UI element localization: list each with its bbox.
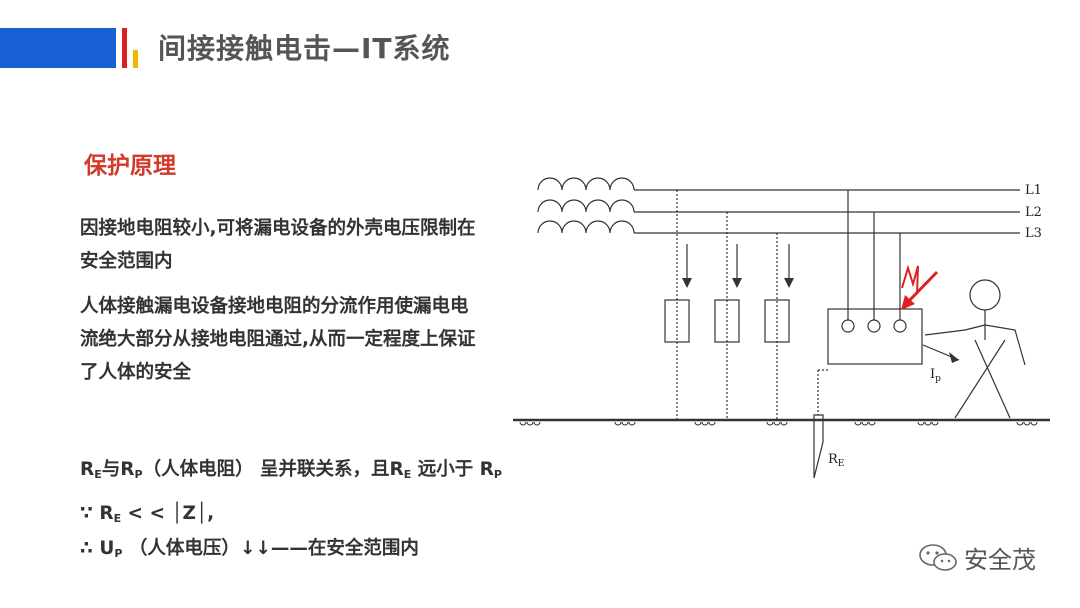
parallel-relation-line: RE与RP（人体电阻） 呈并联关系，且RE 远小于 RP <box>80 459 502 481</box>
label-l3: L3 <box>1025 226 1042 241</box>
ground-symbols <box>519 421 1038 426</box>
winding-l1 <box>537 177 635 191</box>
watermark-text: 安全茂 <box>964 546 1036 574</box>
header-blue-bar <box>0 28 116 68</box>
equipment-enclosure <box>827 308 923 365</box>
header-yellow-bar <box>133 50 138 68</box>
slide-title: 间接接触电击—IT系统 <box>158 32 451 65</box>
principle-paragraph-1: 因接地电阻较小,可将漏电设备的外壳电压限制在安全范围内 <box>80 218 476 272</box>
label-l1: L1 <box>1025 183 1042 198</box>
winding-l2 <box>537 199 635 213</box>
label-re: RE <box>828 452 844 469</box>
winding-l3 <box>537 220 635 234</box>
it-system-diagram: L1 L2 L3 Ip RE <box>513 177 1050 479</box>
therefore-line: ∴ UP （人体电压）↓↓——在安全范围内 <box>80 538 419 560</box>
person-head <box>969 279 1001 311</box>
label-l2: L2 <box>1025 205 1042 220</box>
leakage-resistor-1 <box>664 299 690 343</box>
label-ip: Ip <box>930 367 941 384</box>
header-red-bar <box>122 28 127 68</box>
leakage-resistor-3 <box>764 299 790 343</box>
wechat-icon <box>919 543 957 571</box>
grounding-resistor <box>813 414 824 479</box>
fault-lightning-icon <box>901 264 919 295</box>
principle-paragraph-2: 人体接触漏电设备接地电阻的分流作用使漏电电流绝大部分从接地电阻通过,从而一定程度… <box>80 296 476 383</box>
leakage-resistor-2 <box>714 299 740 343</box>
section-title: 保护原理 <box>84 153 176 179</box>
because-line: ∵ RE < < │Z│, <box>80 503 215 525</box>
watermark: 安全茂 <box>918 540 1036 575</box>
